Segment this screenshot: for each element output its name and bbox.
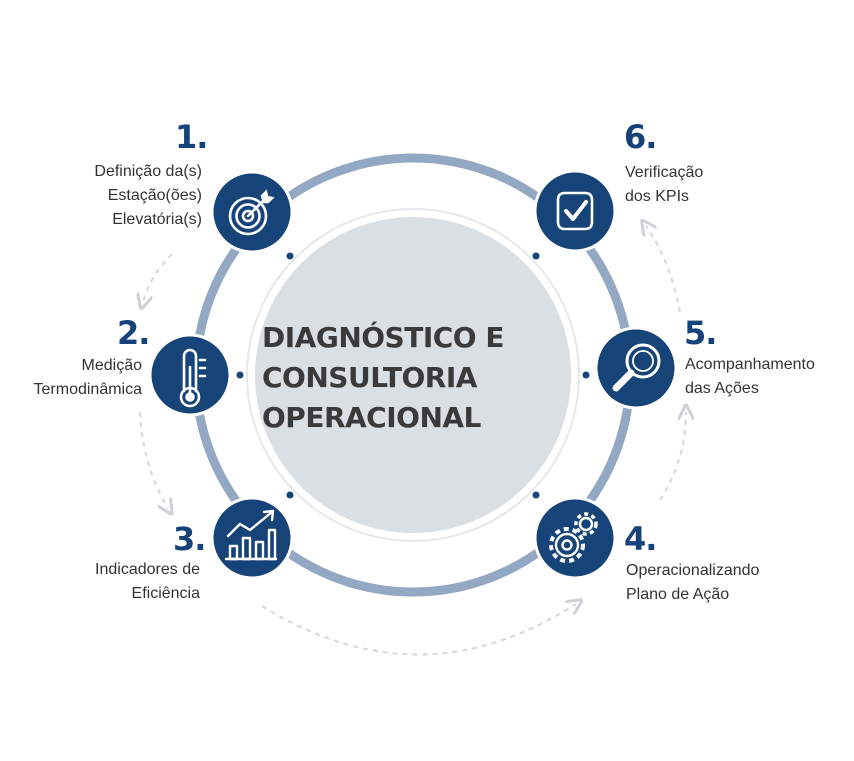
step-3-number: 3. [173, 520, 206, 558]
step-6-number: 6. [624, 118, 657, 156]
step-5-number: 5. [684, 314, 717, 352]
step-5-label: Acompanhamento das Ações [685, 356, 815, 397]
connector-arrow-1-2 [143, 253, 173, 302]
check-badge-icon [556, 191, 594, 231]
step-5-node [594, 326, 678, 410]
ring-dot [236, 371, 244, 379]
connector-arrow-2-3 [139, 411, 168, 508]
step-6-node [533, 169, 617, 253]
step-2-number: 2. [117, 314, 150, 352]
step-1-node [210, 170, 294, 254]
center-title-line-1: DIAGNÓSTICO E [262, 321, 504, 354]
inner-ring [246, 208, 580, 542]
target-icon [228, 189, 275, 236]
ring-dot [532, 252, 540, 260]
center-title-line-3: OPERACIONAL [262, 401, 481, 434]
ring-dot [286, 252, 294, 260]
connector-arrow-3-4 [261, 604, 576, 656]
step-2-node [148, 333, 232, 417]
center-title-line-2: CONSULTORIA [262, 361, 477, 394]
gears-icon [549, 512, 598, 563]
center-title: DIAGNÓSTICO E CONSULTORIA OPERACIONAL [262, 318, 522, 438]
step-3-label: Indicadores de Eficiência [95, 561, 200, 602]
ring-dot [286, 491, 294, 499]
center-disk [255, 217, 571, 533]
connector-arrow-5-6 [646, 226, 681, 313]
step-1-label: Definição da(s) Estação(ões) Elevatória(… [94, 163, 202, 228]
step-2-label: Medição Termodinâmica [33, 357, 142, 398]
ring-dot [582, 371, 590, 379]
connector-arrow-4-5 [659, 412, 686, 501]
step-6-label: Verificação dos KPIs [625, 164, 704, 205]
step-3-node [210, 496, 294, 580]
magnifier-icon [612, 343, 661, 392]
step-1-number: 1. [175, 118, 208, 156]
step-4-number: 4. [624, 520, 657, 558]
growth-chart-icon [224, 509, 278, 561]
step-4-node [533, 496, 617, 580]
thermometer-icon [179, 348, 207, 408]
step-4-label: Operacionalizando Plano de Ação [626, 562, 760, 603]
ring-dot [532, 491, 540, 499]
